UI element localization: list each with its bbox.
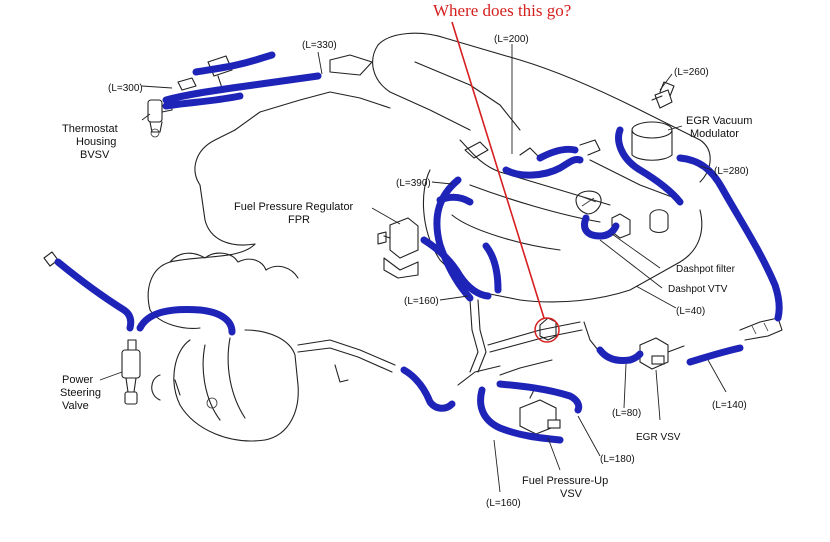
label-thermostat-1: Thermostat xyxy=(62,123,118,135)
question-arrow xyxy=(451,21,545,319)
question-text: Where does this go? xyxy=(433,1,571,20)
length-l160-a: (L=160) xyxy=(404,296,439,307)
labels: Where does this go? (L=330) (L=300) (L=2… xyxy=(60,1,752,509)
label-fuel-pressure-up-1: Fuel Pressure-Up xyxy=(522,475,608,487)
dashpot-vtv-filter xyxy=(575,190,669,239)
unknown-fitting xyxy=(534,317,560,343)
label-egr-modulator-2: Modulator xyxy=(690,128,739,140)
hose-right-l140 xyxy=(686,344,744,366)
label-thermostat-3: BVSV xyxy=(80,149,110,161)
label-egr-modulator-1: EGR Vacuum xyxy=(686,115,752,127)
length-l200: (L=200) xyxy=(494,34,529,45)
length-l390: (L=390) xyxy=(396,178,431,189)
length-l280: (L=280) xyxy=(714,166,749,177)
length-l80: (L=80) xyxy=(612,408,641,419)
hose-fpr xyxy=(420,236,492,300)
hose-l160-up xyxy=(482,242,502,294)
hose-dashpot xyxy=(581,214,620,240)
engine-outline xyxy=(147,32,783,442)
hose-l160-b xyxy=(477,386,564,444)
label-dashpot-filter: Dashpot filter xyxy=(676,264,736,275)
length-l40: (L=40) xyxy=(676,306,705,317)
hose-l300-lower xyxy=(162,92,244,110)
fuel-pressure-up-vsv xyxy=(519,389,561,435)
hose-l200-b xyxy=(536,145,579,162)
length-l160-b: (L=160) xyxy=(486,498,521,509)
hose-l280 xyxy=(676,154,783,322)
hose-l300-upper xyxy=(162,72,322,104)
hose-l390-b xyxy=(436,193,474,206)
leader-lines xyxy=(99,21,727,493)
power-steering-valve xyxy=(43,251,141,405)
label-fpr-1: Fuel Pressure Regulator xyxy=(234,201,354,213)
vacuum-hoses xyxy=(54,51,783,444)
length-l330: (L=330) xyxy=(302,40,337,51)
hose-l200 xyxy=(502,156,584,179)
hose-l80 xyxy=(596,346,644,364)
length-l300: (L=300) xyxy=(108,83,143,94)
length-l180: (L=180) xyxy=(600,454,635,465)
hose-l260 xyxy=(615,126,684,206)
label-fpr-2: FPR xyxy=(288,214,310,226)
hose-ps-c xyxy=(400,366,456,412)
egr-vsv xyxy=(639,337,685,370)
label-dashpot-vtv: Dashpot VTV xyxy=(668,284,728,295)
hose-l180 xyxy=(496,380,583,414)
length-l140: (L=140) xyxy=(712,400,747,411)
fuel-pressure-regulator xyxy=(377,217,419,279)
length-l260: (L=260) xyxy=(674,67,709,78)
label-thermostat-2: Housing xyxy=(76,136,116,148)
hose-ps-a xyxy=(54,258,135,332)
label-power-steering-3: Valve xyxy=(62,400,89,412)
hose-l330 xyxy=(192,51,276,76)
question-highlight-circle xyxy=(534,317,560,343)
egr-vacuum-modulator xyxy=(631,81,675,161)
hose-ps-b xyxy=(136,306,236,336)
label-fuel-pressure-up-2: VSV xyxy=(560,488,583,500)
label-egr-vsv: EGR VSV xyxy=(636,432,681,443)
hose-l390 xyxy=(433,176,474,302)
label-power-steering-2: Steering xyxy=(60,387,101,399)
label-power-steering-1: Power xyxy=(62,374,94,386)
